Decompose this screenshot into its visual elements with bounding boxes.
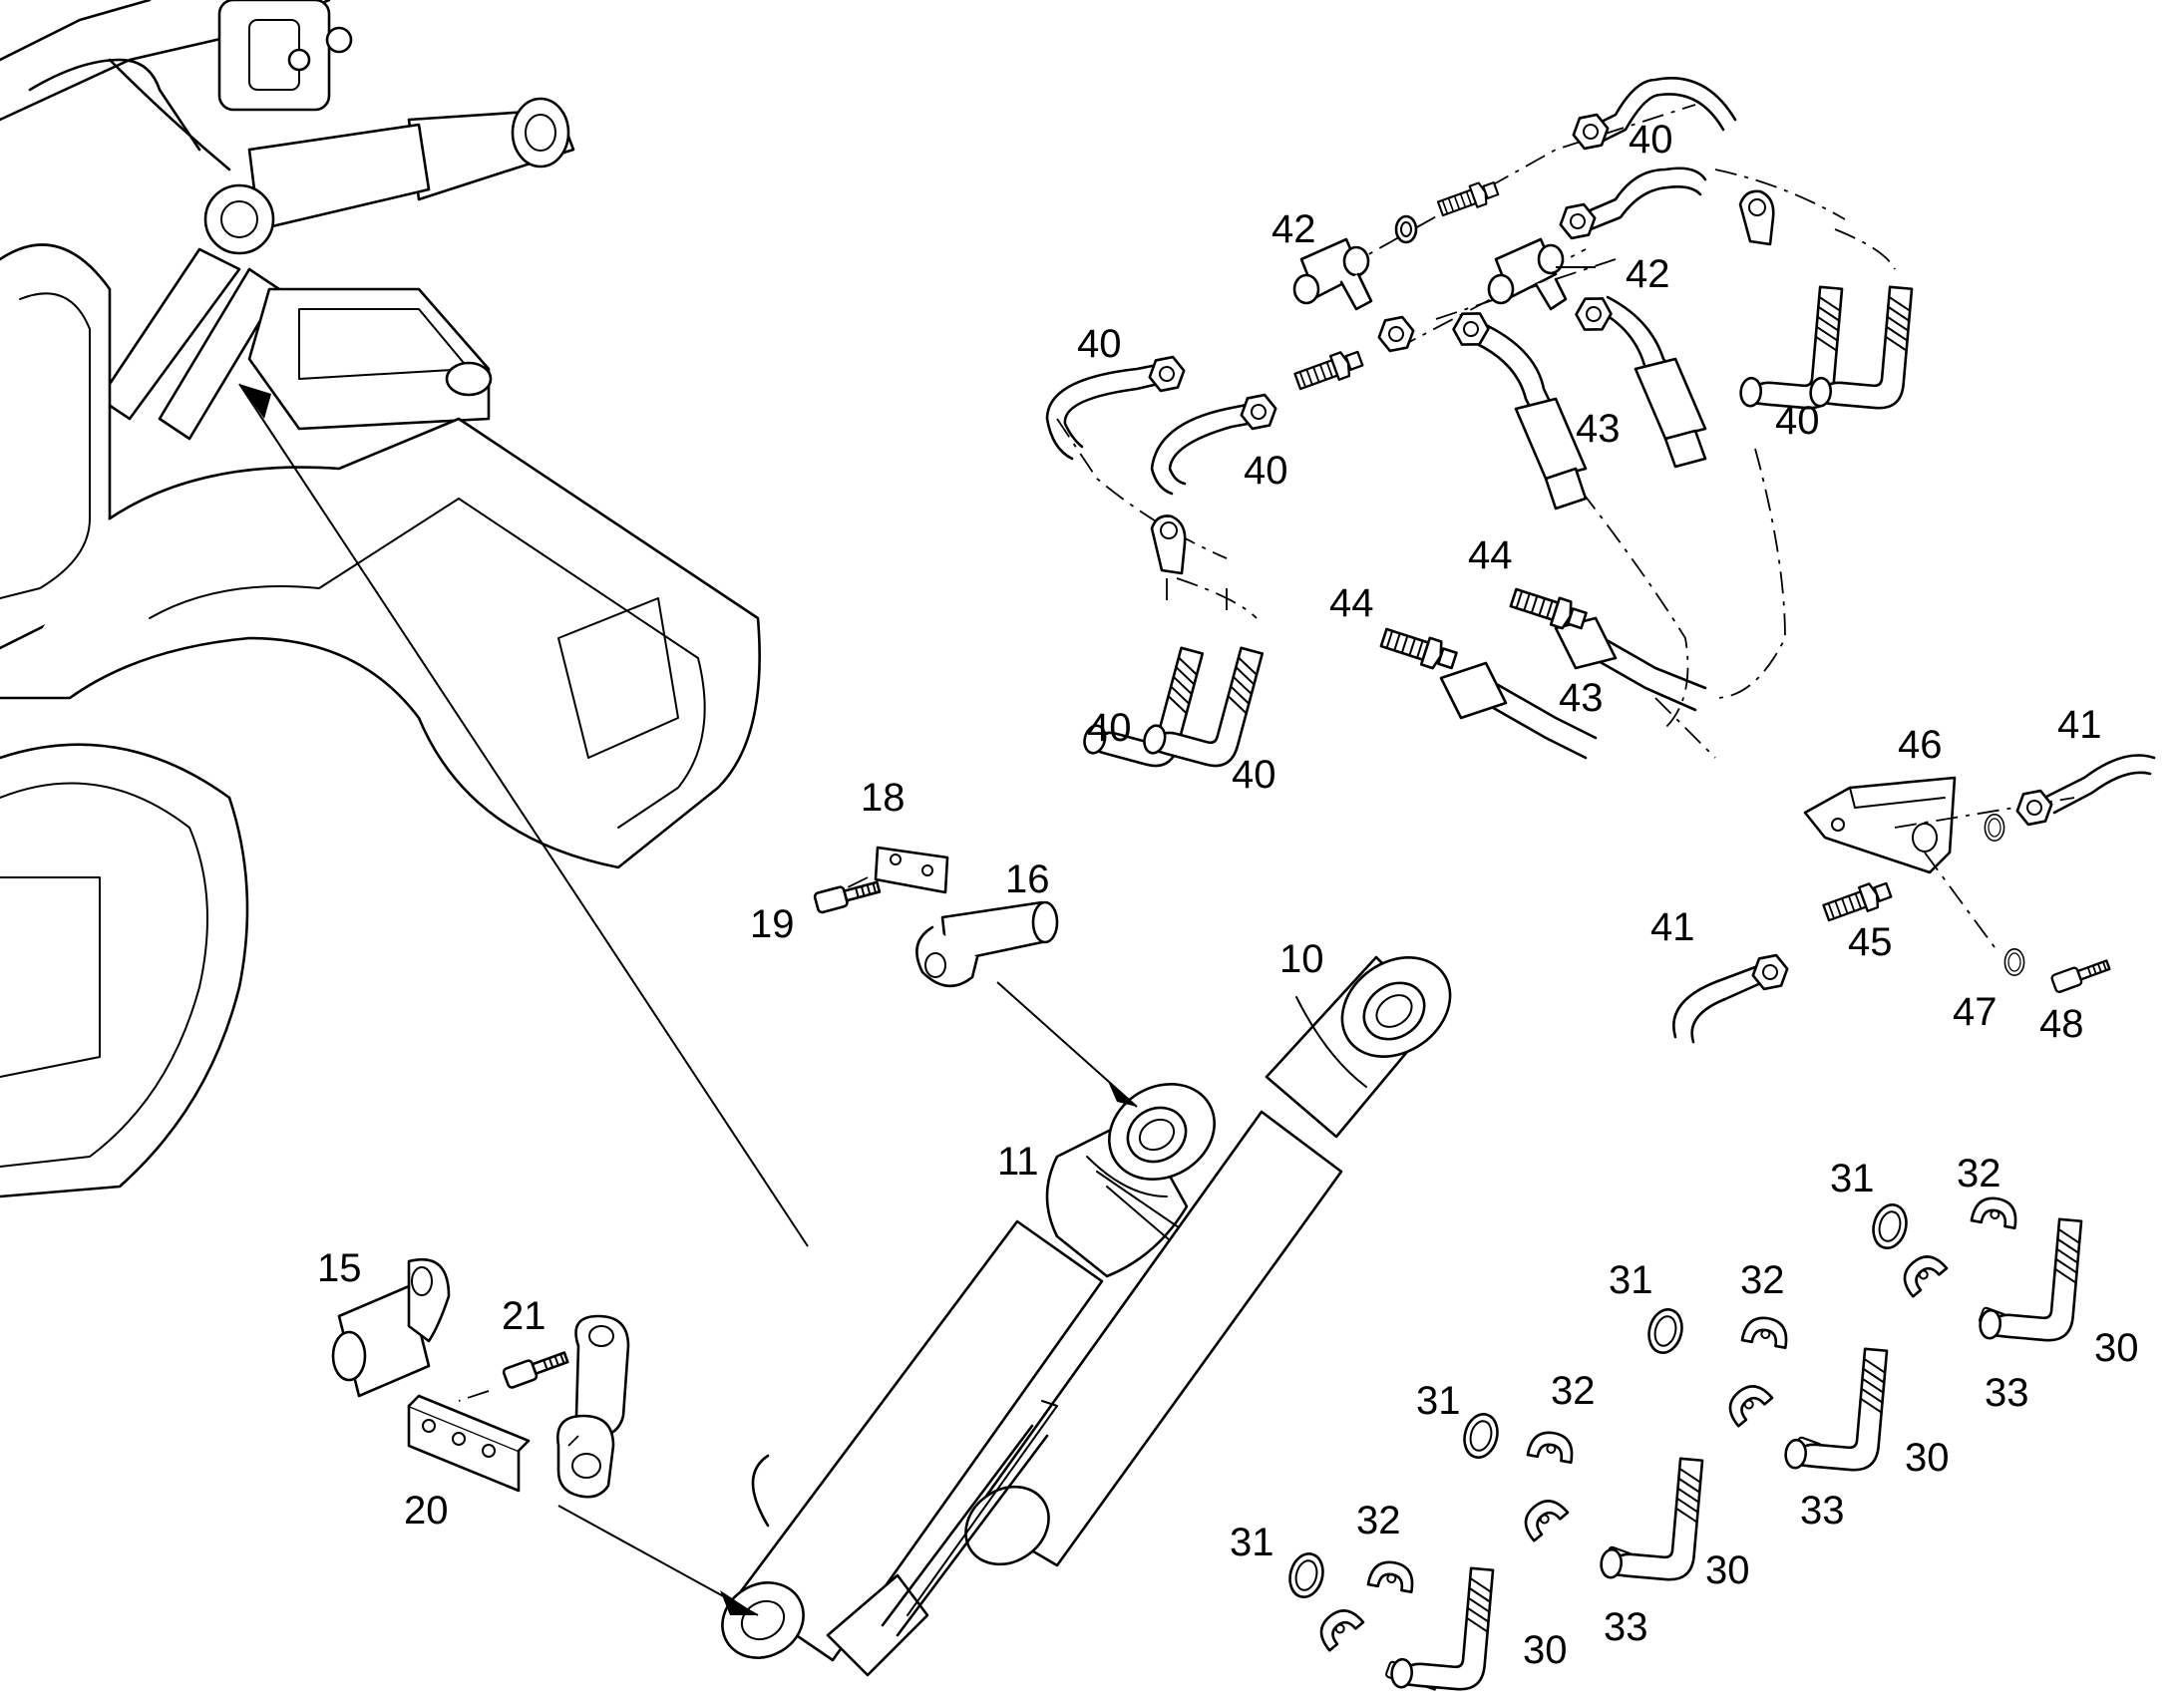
plate-20 — [407, 1394, 759, 1616]
flange-set-2 — [1642, 1304, 1889, 1477]
flange-set-4 — [1283, 1548, 1495, 1696]
callout-20: 20 — [404, 1489, 449, 1533]
callout-31-c: 31 — [1416, 1379, 1461, 1423]
callout-30-c: 30 — [1705, 1548, 1750, 1592]
callout-11: 11 — [997, 1140, 1039, 1184]
callout-32-a: 32 — [1957, 1152, 2001, 1196]
callout-30-b: 30 — [1905, 1436, 1950, 1480]
callout-31-a: 31 — [1830, 1157, 1875, 1200]
callout-40-a: 40 — [1629, 118, 1673, 162]
callout-40-d: 40 — [1775, 399, 1820, 443]
callout-44-a: 44 — [1468, 533, 1513, 577]
hydraulic-cylinder-10 — [881, 955, 1452, 1637]
bolt-19 — [812, 875, 883, 915]
hose-41-upper — [1984, 754, 2156, 842]
callout-30-a: 30 — [2094, 1326, 2139, 1370]
pivot-leader-arrow — [238, 383, 809, 1247]
adapter-45 — [1820, 876, 1895, 926]
hydraulic-cylinder-11 — [721, 1083, 1216, 1677]
flange-set-1 — [1867, 1194, 2083, 1347]
washer-47 — [2003, 948, 2025, 976]
callout-41-b: 41 — [1650, 905, 1695, 949]
callout-46: 46 — [1898, 723, 1943, 767]
callout-33-c: 33 — [1604, 1605, 1648, 1649]
callout-42-b: 42 — [1626, 252, 1670, 296]
callout-40-f: 40 — [1232, 753, 1276, 797]
callout-30-d: 30 — [1523, 1628, 1568, 1672]
pin-15 — [331, 1257, 451, 1398]
callout-48: 48 — [2039, 1002, 2084, 1046]
callout-32-b: 32 — [1740, 1258, 1785, 1302]
callout-33-a: 33 — [1985, 1371, 2029, 1415]
hose-clamps-20 — [555, 1314, 630, 1499]
callout-43-a: 43 — [1576, 407, 1621, 451]
hose-kit-upper — [1045, 77, 1914, 776]
callout-15: 15 — [317, 1246, 362, 1290]
excavator-body-drawing — [0, 0, 761, 1198]
callout-18: 18 — [861, 776, 906, 820]
bolt-21 — [458, 1346, 571, 1402]
callout-32-d: 32 — [1356, 1499, 1401, 1542]
callout-31-d: 31 — [1230, 1521, 1274, 1564]
callout-47: 47 — [1953, 990, 1998, 1034]
callout-labels: 10 11 15 16 18 19 20 21 30 30 30 30 31 3… — [317, 118, 2139, 1672]
callout-33-b: 33 — [1800, 1489, 1845, 1533]
callout-31-b: 31 — [1609, 1258, 1653, 1302]
callout-40-e: 40 — [1087, 706, 1132, 750]
callout-45: 45 — [1848, 920, 1893, 964]
callout-16: 16 — [1005, 857, 1050, 901]
callout-10: 10 — [1279, 937, 1324, 981]
flange-set-3 — [1458, 1409, 1704, 1586]
callout-43-b: 43 — [1559, 676, 1604, 720]
callout-21: 21 — [502, 1294, 546, 1338]
callout-42-a: 42 — [1272, 207, 1316, 251]
plate-18 — [837, 846, 949, 894]
pin-16 — [915, 900, 1138, 1108]
bolt-48 — [2049, 955, 2113, 995]
callout-19: 19 — [750, 902, 795, 946]
callout-32-c: 32 — [1551, 1369, 1596, 1413]
callout-44-b: 44 — [1329, 581, 1374, 625]
callout-41-a: 41 — [2057, 703, 2102, 747]
bracket-46 — [1803, 776, 2075, 948]
callout-40-c: 40 — [1244, 449, 1288, 493]
hose-41-lower — [1672, 948, 1792, 1044]
callout-40-b: 40 — [1077, 322, 1122, 366]
